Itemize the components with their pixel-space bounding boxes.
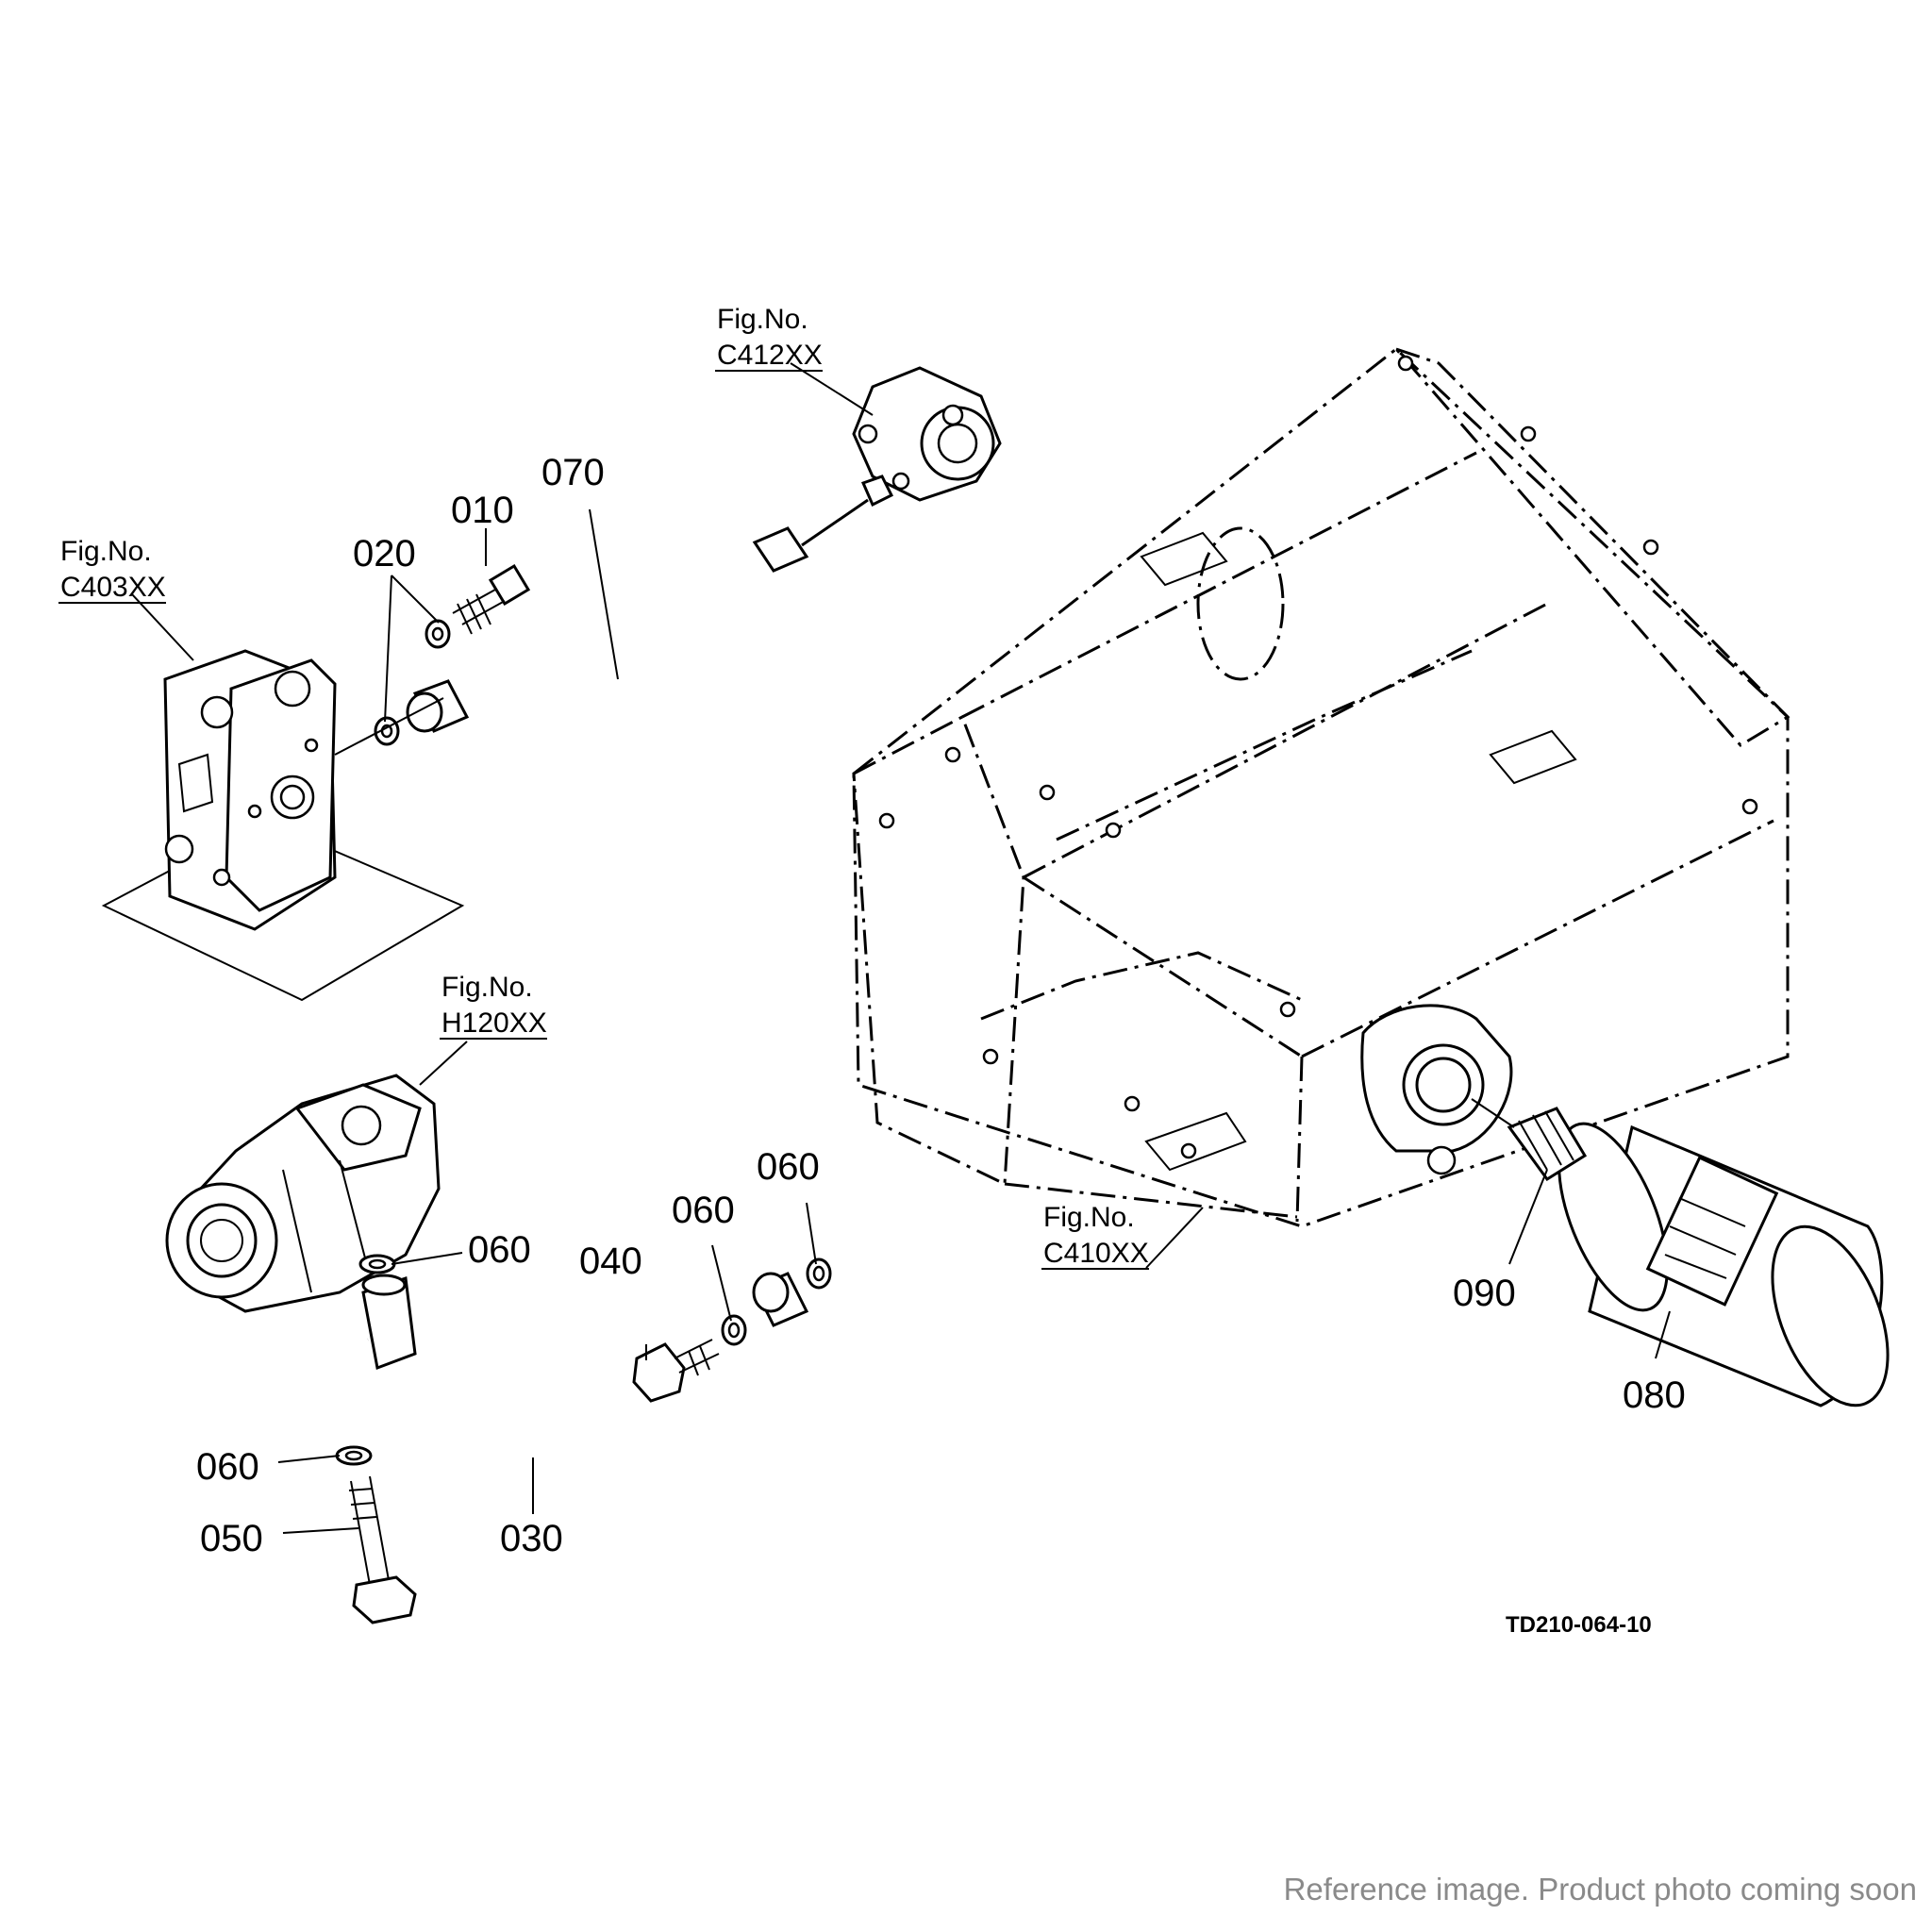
- bolt-050: [348, 1475, 417, 1624]
- callout-070: 070: [541, 452, 605, 493]
- leader-lines: [131, 362, 1671, 1534]
- callout-030: 030: [500, 1518, 563, 1559]
- fig-ref-code: H120XX: [441, 1008, 547, 1039]
- callout-060-mid: 060: [672, 1190, 735, 1231]
- washers-020: [334, 619, 451, 756]
- callout-050: 050: [200, 1518, 263, 1559]
- fig-ref-label: Fig.No.: [60, 536, 152, 567]
- banjo-bolt-010: [452, 563, 531, 635]
- callout-090: 090: [1453, 1273, 1516, 1314]
- fig-ref-h120: Fig.No. H120XX: [440, 972, 547, 1040]
- callout-020: 020: [353, 533, 416, 575]
- callout-060-pump: 060: [468, 1229, 531, 1271]
- washers-060: [335, 1254, 832, 1466]
- fig-ref-code: C403XX: [60, 572, 166, 603]
- callout-010: 010: [451, 490, 514, 531]
- oil-filter: [1557, 1122, 1890, 1407]
- fig-ref-code: C410XX: [1043, 1238, 1149, 1269]
- fig-ref-c403: Fig.No. C403XX: [58, 536, 166, 604]
- fig-ref-label: Fig.No.: [441, 972, 533, 1003]
- pipe-030: [333, 1272, 809, 1562]
- callout-080: 080: [1623, 1374, 1686, 1416]
- filter-nipple: [1471, 1098, 1588, 1182]
- fig-ref-c410: Fig.No. C410XX: [1041, 1202, 1149, 1270]
- callout-040: 040: [579, 1241, 642, 1282]
- fig-ref-label: Fig.No.: [717, 304, 808, 335]
- flange-assembly: [852, 366, 1002, 508]
- transmission-case: [852, 345, 1790, 1228]
- footer-note: Reference image. Product photo coming so…: [1283, 1872, 1917, 1907]
- valve-block-assembly: [101, 649, 465, 1002]
- fig-ref-c412: Fig.No. C412XX: [715, 304, 823, 372]
- fig-ref-code: C412XX: [717, 340, 823, 371]
- pipe-070: [406, 498, 869, 813]
- fig-ref-label: Fig.No.: [1043, 1202, 1135, 1233]
- drawing-code: TD210-064-10: [1506, 1612, 1652, 1638]
- callout-060-lower: 060: [196, 1446, 259, 1488]
- hydraulic-pump: [165, 1074, 441, 1313]
- callout-060-right: 060: [757, 1146, 820, 1188]
